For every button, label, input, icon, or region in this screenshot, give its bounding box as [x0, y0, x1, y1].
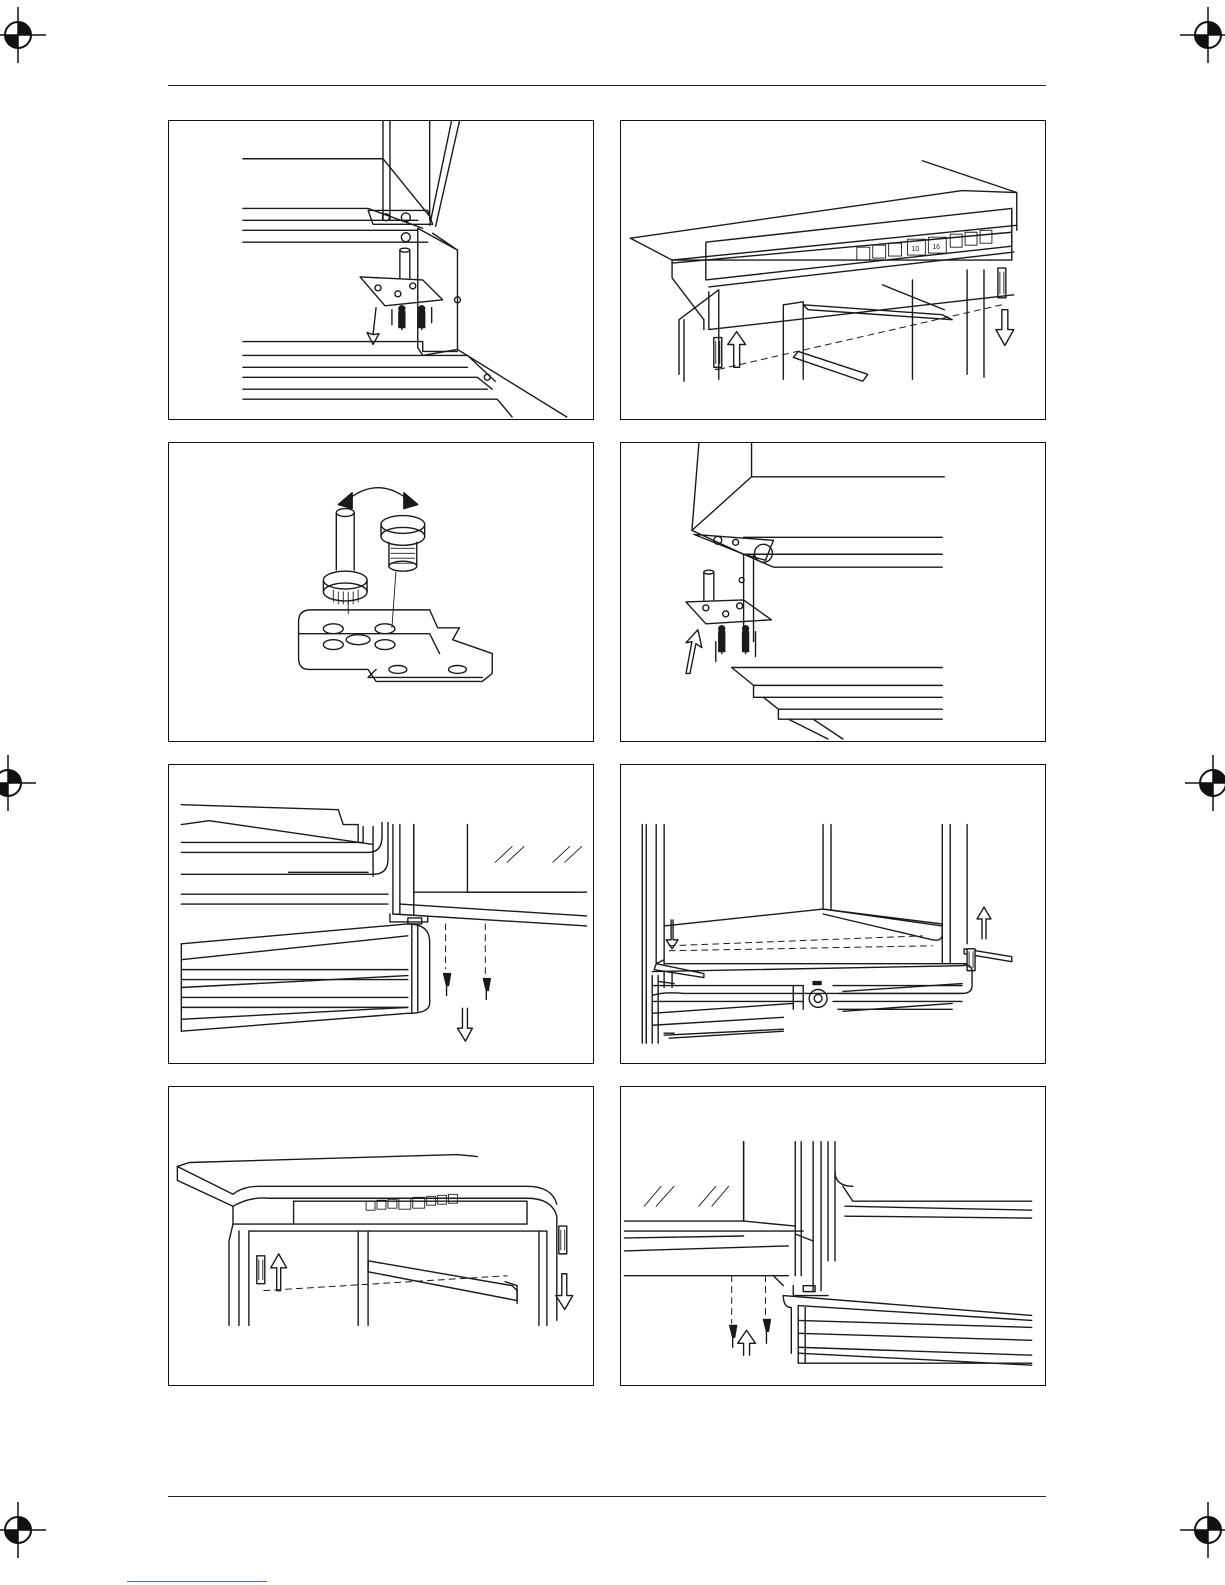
- lower-hinge-removal-illustration: [169, 765, 593, 1063]
- svg-text:10: 10: [911, 246, 919, 253]
- figure-panel-7: [168, 1086, 594, 1386]
- upper-hinge-refit-illustration: [621, 443, 1045, 741]
- cabinet-pin-transfer-illustration: [621, 765, 1045, 1063]
- registration-mark-icon: [0, 1500, 48, 1560]
- registration-mark-icon: [1178, 5, 1225, 65]
- figure-panel-6: [620, 764, 1046, 1064]
- header-rule: [168, 85, 1046, 86]
- registration-mark-icon: [0, 753, 38, 813]
- control-panel-pins-refit-illustration: [169, 1087, 593, 1385]
- figure-panel-5: [168, 764, 594, 1064]
- figure-panel-2: 10 16: [620, 120, 1046, 420]
- figure-panel-4: [620, 442, 1046, 742]
- control-panel-pins-illustration: 10 16: [621, 121, 1045, 419]
- registration-mark-icon: [1178, 1500, 1225, 1560]
- registration-mark-icon: [0, 5, 48, 65]
- footer-rule: [168, 1496, 1046, 1497]
- footer-link[interactable]: [127, 1575, 267, 1582]
- svg-text:16: 16: [932, 244, 940, 251]
- figure-panel-8: [620, 1086, 1046, 1386]
- figure-panel-1: [168, 120, 594, 420]
- lower-hinge-refit-illustration: [621, 1087, 1045, 1385]
- hinge-pin-swap-illustration: [169, 443, 593, 741]
- figure-panel-3: [168, 442, 594, 742]
- upper-hinge-removal-illustration: [169, 121, 593, 419]
- registration-mark-icon: [1183, 753, 1225, 813]
